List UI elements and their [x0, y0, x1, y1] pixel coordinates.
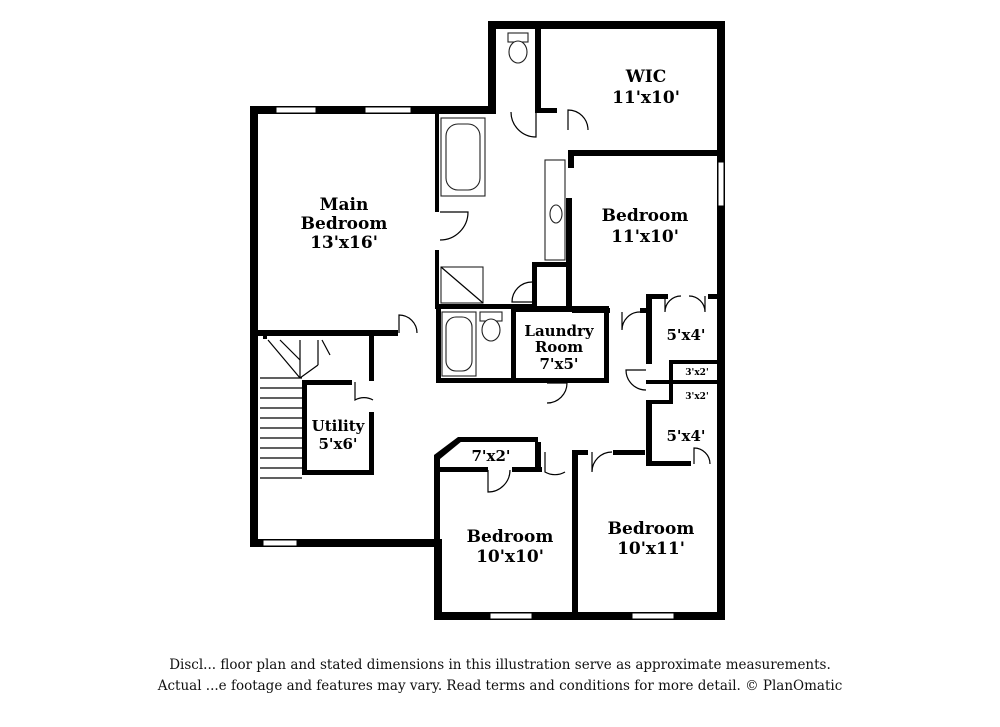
windows [262, 106, 725, 620]
interior-walls [250, 21, 725, 620]
label-utility-name: Utility [312, 417, 366, 435]
label-bedroom-se-size: 10'x11' [617, 539, 685, 559]
label-main-bedroom-name2: Bedroom [301, 214, 388, 234]
label-bedroom-sw-size: 10'x10' [476, 547, 544, 567]
disclaimer-line-2: Actual ...e footage and features may var… [157, 678, 843, 694]
label-closet-7x2: 7'x2' [471, 447, 510, 465]
label-bedroom-ne-name: Bedroom [602, 206, 689, 226]
label-bedroom-se-name: Bedroom [608, 519, 695, 539]
doors [354, 109, 711, 493]
label-bedroom-sw-name: Bedroom [467, 527, 554, 547]
staircase [260, 339, 331, 479]
label-laundry-size: 7'x5' [539, 355, 578, 373]
label-laundry-name2: Room [535, 338, 583, 356]
label-wic-name: WIC [625, 67, 667, 87]
label-bedroom-ne-size: 11'x10' [611, 227, 679, 247]
label-closet-5x4-bottom: 5'x4' [666, 427, 705, 445]
label-wic-size: 11'x10' [612, 88, 680, 108]
label-closet-3x2-bottom: 3'x2' [685, 392, 708, 402]
room-labels: WIC 11'x10' Main Bedroom 13'x16' Bedroom… [301, 67, 709, 567]
label-laundry-name1: Laundry [524, 322, 594, 340]
fixtures [260, 32, 566, 479]
label-closet-3x2-top: 3'x2' [685, 368, 708, 378]
disclaimer-line-1: Discl... floor plan and stated dimension… [169, 657, 831, 673]
label-utility-size: 5'x6' [318, 435, 357, 453]
label-closet-5x4-top: 5'x4' [666, 326, 705, 344]
label-main-bedroom-name1: Main [320, 195, 369, 215]
label-main-bedroom-size: 13'x16' [310, 233, 378, 253]
